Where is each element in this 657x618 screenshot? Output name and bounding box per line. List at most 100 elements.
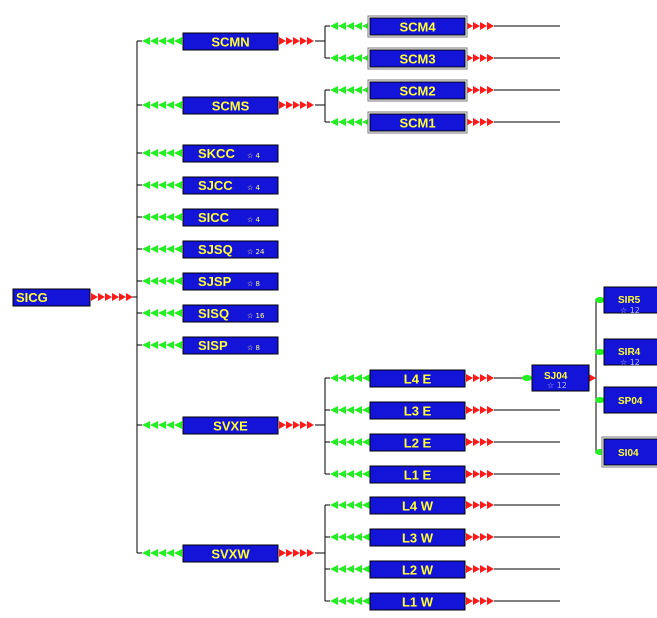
incoming-arrow — [330, 597, 338, 605]
node-scm1[interactable]: SCM1 — [367, 111, 468, 134]
outgoing-arrow — [473, 86, 480, 94]
node-l4-w[interactable]: L4 W — [369, 496, 466, 515]
node-skcc[interactable]: SKCC☆ 4 — [182, 144, 279, 163]
node-sisp[interactable]: SISP☆ 8 — [182, 336, 279, 355]
outgoing-arrow — [466, 118, 473, 126]
node-sjcc[interactable]: SJCC☆ 4 — [182, 176, 279, 195]
incoming-arrow — [174, 37, 182, 45]
node-sir5[interactable]: SIR5☆ 12 — [603, 286, 657, 315]
incoming-arrow — [346, 501, 354, 509]
node-l1-e[interactable]: L1 E — [369, 465, 466, 484]
incoming-arrow — [362, 406, 370, 414]
connector-arrows — [91, 22, 605, 605]
incoming-arrow — [330, 86, 338, 94]
incoming-arrow — [142, 101, 150, 109]
outgoing-arrow — [487, 501, 494, 509]
incoming-arrow — [354, 438, 362, 446]
incoming-arrow — [354, 374, 362, 382]
node-l2-e[interactable]: L2 E — [369, 433, 466, 452]
node-label: SJCC — [198, 178, 233, 193]
node-label: SCM1 — [399, 116, 435, 131]
node-box — [369, 560, 466, 579]
outgoing-arrow — [487, 118, 494, 126]
node-scm3[interactable]: SCM3 — [367, 47, 468, 70]
outgoing-arrow — [105, 293, 112, 301]
node-svxw[interactable]: SVXW — [182, 544, 279, 563]
outgoing-arrow — [487, 54, 494, 62]
incoming-arrow — [354, 54, 362, 62]
node-l4-e[interactable]: L4 E — [369, 369, 466, 388]
incoming-arrow — [166, 341, 174, 349]
incoming-arrow — [174, 181, 182, 189]
incoming-arrow — [142, 549, 150, 557]
node-box — [531, 364, 590, 392]
node-si04[interactable]: SI04 — [601, 436, 657, 468]
outgoing-arrow — [473, 54, 480, 62]
outgoing-arrow — [307, 37, 314, 45]
node-svxe[interactable]: SVXE — [182, 416, 279, 435]
incoming-arrow — [362, 597, 370, 605]
incoming-arrow — [142, 149, 150, 157]
node-sjsq[interactable]: SJSQ☆ 24 — [182, 240, 279, 259]
incoming-arrow — [158, 149, 166, 157]
node-sp04[interactable]: SP04 — [603, 386, 657, 414]
incoming-arrow — [354, 22, 362, 30]
node-sisq[interactable]: SISQ☆ 16 — [182, 304, 279, 323]
outgoing-arrow — [112, 293, 119, 301]
node-scms[interactable]: SCMS — [182, 96, 279, 115]
outgoing-arrow — [300, 37, 307, 45]
node-l1-w[interactable]: L1 W — [369, 592, 466, 611]
outgoing-arrow — [473, 438, 480, 446]
node-label: L2 E — [404, 436, 432, 451]
incoming-arrow — [330, 22, 338, 30]
incoming-arrow — [142, 421, 150, 429]
node-label: SCM3 — [399, 52, 435, 67]
node-badge: ☆ 12 — [547, 381, 567, 390]
node-sjsp[interactable]: SJSP☆ 8 — [182, 272, 279, 291]
outgoing-arrow — [286, 101, 293, 109]
node-scm2[interactable]: SCM2 — [367, 79, 468, 102]
outgoing-arrow — [466, 22, 473, 30]
incoming-arrow — [346, 565, 354, 573]
outgoing-arrow — [466, 501, 473, 509]
outgoing-arrow — [487, 86, 494, 94]
outgoing-arrow — [589, 374, 596, 382]
node-sicc[interactable]: SICC☆ 4 — [182, 208, 279, 227]
node-label: SJ04 — [544, 371, 568, 382]
incoming-arrow — [174, 101, 182, 109]
incoming-arrow — [158, 37, 166, 45]
node-sicg[interactable]: SICG — [12, 288, 91, 307]
node-l3-w[interactable]: L3 W — [369, 528, 466, 547]
node-box — [369, 433, 466, 452]
connector-dot — [595, 397, 605, 403]
node-box — [369, 401, 466, 420]
node-scm4[interactable]: SCM4 — [367, 15, 468, 38]
incoming-arrow — [354, 406, 362, 414]
outgoing-arrow — [279, 421, 286, 429]
incoming-arrow — [150, 421, 158, 429]
incoming-arrow — [338, 374, 346, 382]
outgoing-arrow — [300, 549, 307, 557]
node-box — [182, 144, 279, 163]
incoming-arrow — [354, 533, 362, 541]
incoming-arrow — [158, 245, 166, 253]
node-label: SCM4 — [399, 20, 436, 35]
node-sj04[interactable]: SJ04☆ 12 — [531, 364, 590, 392]
outgoing-arrow — [466, 86, 473, 94]
node-scmn[interactable]: SCMN — [182, 32, 279, 51]
incoming-arrow — [330, 565, 338, 573]
node-badge: ☆ 16 — [247, 312, 265, 320]
incoming-arrow — [346, 118, 354, 126]
incoming-arrow — [330, 501, 338, 509]
incoming-arrow — [338, 533, 346, 541]
node-l2-w[interactable]: L2 W — [369, 560, 466, 579]
incoming-arrow — [150, 213, 158, 221]
outgoing-arrow — [480, 22, 487, 30]
node-sir4[interactable]: SIR4☆ 12 — [603, 338, 657, 367]
incoming-arrow — [150, 149, 158, 157]
incoming-arrow — [330, 406, 338, 414]
node-box — [369, 49, 466, 68]
incoming-arrow — [346, 597, 354, 605]
node-badge: ☆ 24 — [247, 248, 265, 256]
node-l3-e[interactable]: L3 E — [369, 401, 466, 420]
